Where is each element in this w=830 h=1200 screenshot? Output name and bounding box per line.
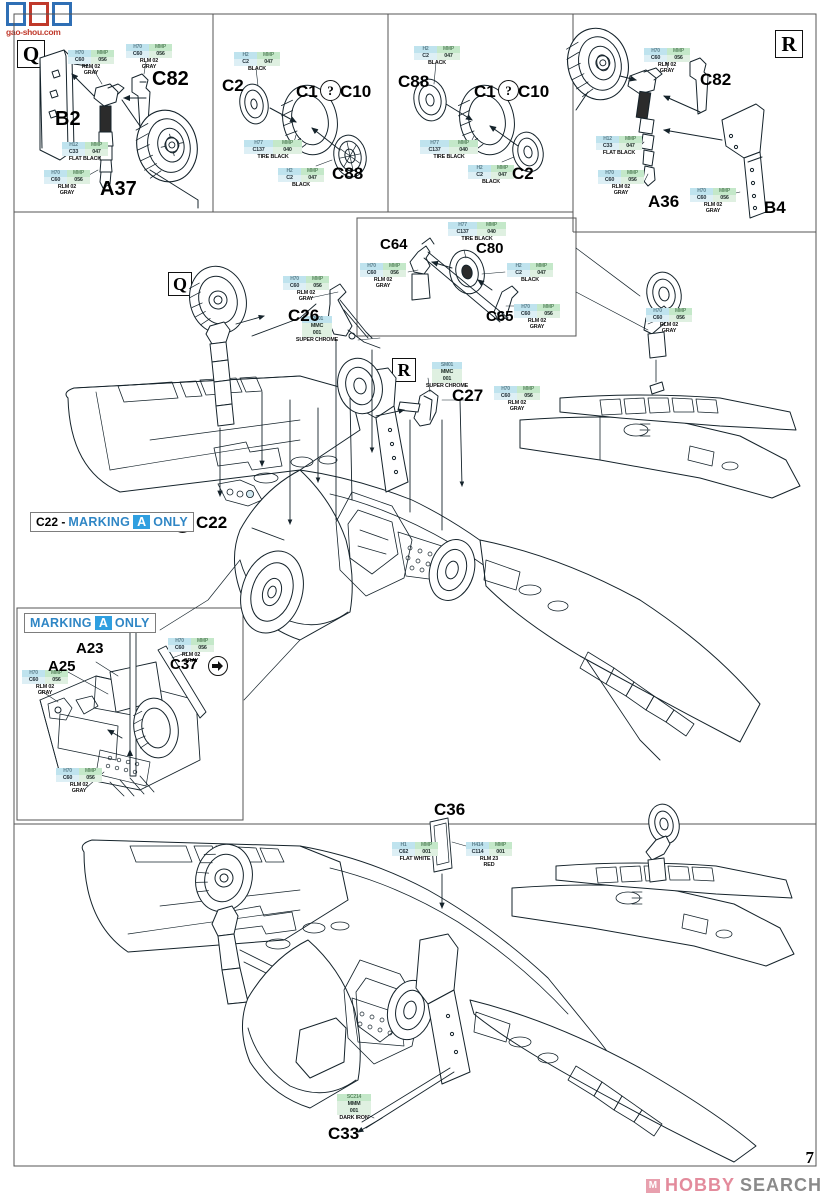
watermark-block-2 [29,2,49,26]
step-badge-q-assembly: Q [168,272,192,296]
part-label-a23: A23 [76,640,104,657]
banner-prefix: C22 - [36,515,66,529]
banner-marking-letter-detail: A [94,616,112,630]
marking-a-only-banner-detail: MARKING A ONLY [24,613,156,633]
part-label-c88: C88 [332,164,364,183]
part-label-c10-right: C10 [518,82,550,101]
marking-a-only-banner-c22: C22 - MARKING A ONLY [30,512,194,532]
paint-callout: SC214 MMM 001 DARK IRON [337,1094,371,1121]
part-label-c2-right: C2 [512,164,534,183]
hobby-search-watermark: M HOBBY SEARCH [645,1175,822,1196]
paint-callout: SM01 MMC 001 SUPER CHROME [295,315,339,343]
part-label-c33: C33 [328,1124,360,1143]
page-number: 7 [805,1148,815,1167]
paint-callout: SM01 MMC 001 SUPER CHROME [425,361,469,389]
part-label-c10: C10 [340,82,372,101]
part-label-c65: C65 [486,308,514,325]
part-label-a37: A37 [100,178,137,200]
part-label-c37: C37 [170,656,198,673]
part-label-c1-right: C1 [474,82,496,101]
hobby-search-text-search: SEARCH [739,1175,822,1195]
part-label-c22: C22 [196,513,228,532]
hobby-search-text-hobby: HOBBY [664,1175,735,1195]
part-label-c88-right: C88 [398,72,430,91]
watermark-block-1 [6,2,26,26]
step-badge-r-assembly: R [392,358,416,382]
gaoshou-watermark: gao-shou.com [6,2,78,42]
part-label-c1: C1 [296,82,318,101]
question-mark-icon-left: ? [320,80,341,101]
step-badge-r-top: R [775,30,803,58]
banner-marking-letter: A [133,515,151,529]
banner-word-marking-detail: MARKING [30,616,92,630]
watermark-domain: gao-shou.com [6,27,61,37]
part-label-a25: A25 [48,658,76,675]
part-label-c2: C2 [222,76,244,95]
part-label-c64: C64 [380,236,408,253]
step-badge-q-top: Q [17,40,45,68]
part-label-c82-r: C82 [700,70,732,89]
part-label-c26: C26 [288,306,320,325]
part-label-b2: B2 [55,108,81,130]
banner-word-only-detail: ONLY [114,616,150,630]
part-label-c80: C80 [476,240,504,257]
part-label-c36: C36 [434,800,466,819]
part-label-b4: B4 [764,198,786,217]
banner-word-only: ONLY [153,515,188,529]
part-label-a36: A36 [648,192,680,211]
part-label-c82: C82 [152,68,189,90]
hobby-search-mark-icon: M [645,1178,660,1193]
banner-word-marking: MARKING [68,515,131,529]
question-mark-icon-right: ? [498,80,519,101]
part-label-c27: C27 [452,386,484,405]
sand-part-icon [208,656,228,676]
watermark-block-3 [52,2,72,26]
